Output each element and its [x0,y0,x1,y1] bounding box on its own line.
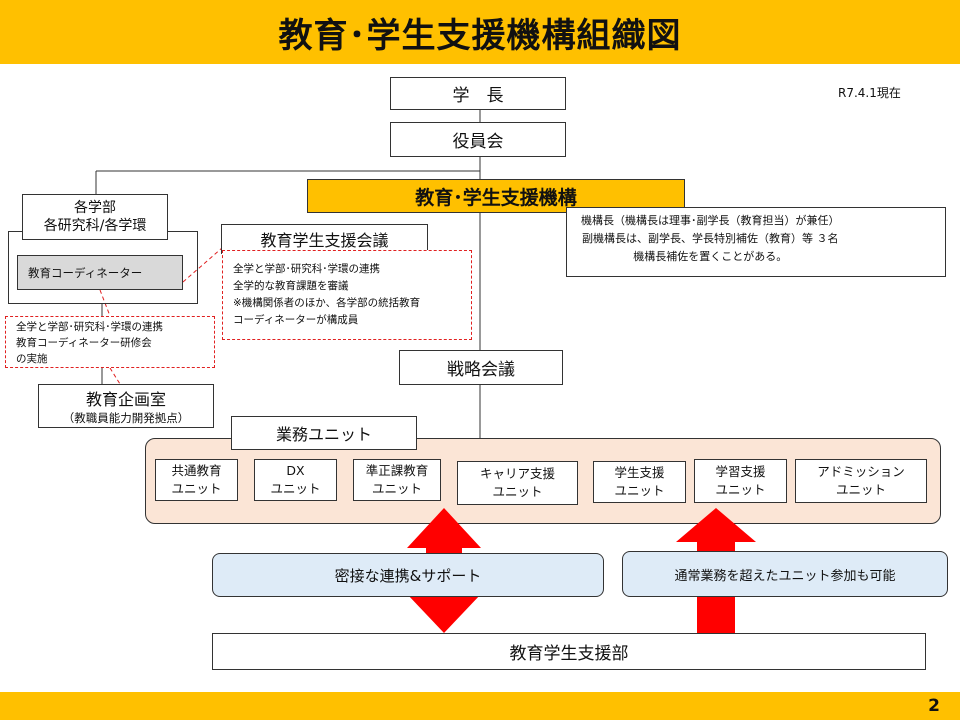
unit-label: 学習支援 ユニット [715,464,766,497]
red-link-coordinator-council [182,247,223,283]
header-bar: 教育･学生支援機構組織図 [0,0,960,64]
cooperation-label: 密接な連携&サポート [334,566,482,585]
planning-office-title: 教育企画室 [85,390,166,409]
strategy-box: 戦略会議 [399,350,563,385]
participation-label: 通常業務を超えたユニット参加も可能 [674,568,896,584]
footer-bar [0,692,960,720]
page-number: 2 [928,696,940,716]
coordinator-note-text: 全学と学部･研究科･学環の連携 教育コーディネーター研修会 の実施 [16,321,163,365]
president-box: 学 長 [390,77,566,110]
faculties-box: 各学部 各研究科/各学環 [22,194,168,240]
unit-label: 準正課教育 ユニット [365,463,429,496]
unit-student-support: 学生支援 ユニット [593,461,686,503]
units-label: 業務ユニット [275,425,372,444]
planning-office-box: 教育企画室 （教職員能力開発拠点） [38,384,214,428]
page-title: 教育･学生支援機構組織図 [278,15,682,56]
board-label: 役員会 [452,132,504,152]
council-box: 教育学生支援会議 [221,224,428,254]
organization-note-box: 機構長（機構長は理事･副学長（教育担当）が兼任） 副機構長は、副学長、学長特別補… [566,207,946,277]
council-note-box: 全学と学部･研究科･学環の連携 全学的な教育課題を審議 ※機構関係者のほか、各学… [222,250,472,340]
unit-common-education: 共通教育 ユニット [155,459,238,501]
red-link-coordinator-note [99,289,111,317]
unit-learning-support: 学習支援 ユニット [694,459,787,503]
date-label: R7.4.1現在 [838,86,901,100]
president-label: 学 長 [452,86,504,106]
participation-callout: 通常業務を超えたユニット参加も可能 [622,551,948,597]
unit-admissions: アドミッション ユニット [795,459,927,503]
support-department-box: 教育学生支援部 [212,633,926,670]
unit-extracurricular-education: 準正課教育 ユニット [353,459,441,501]
coordinator-box: 教育コーディネーター [17,255,183,290]
unit-career-support: キャリア支援 ユニット [457,461,578,505]
unit-label: 共通教育 ユニット [171,463,222,496]
board-box: 役員会 [390,122,566,157]
council-label: 教育学生支援会議 [260,231,389,250]
unit-label: アドミッション ユニット [817,464,905,497]
council-note-text: 全学と学部･研究科･学環の連携 全学的な教育課題を審議 ※機構関係者のほか、各学… [233,263,421,326]
strategy-label: 戦略会議 [447,360,515,380]
organization-note-text: 機構長（機構長は理事･副学長（教育担当）が兼任） 副機構長は、副学長、学長特別補… [581,214,840,263]
organization-label: 教育･学生支援機構 [415,186,577,209]
unit-label: キャリア支援 ユニット [479,466,555,499]
coordinator-label: 教育コーディネーター [28,265,143,280]
units-label-box: 業務ユニット [231,416,417,450]
unit-dx: DX ユニット [254,459,337,501]
unit-label: DX ユニット [270,463,321,496]
support-department-label: 教育学生支援部 [509,644,629,664]
cooperation-callout: 密接な連携&サポート [212,553,604,597]
red-link-note-planning [109,367,121,385]
coordinator-note-box: 全学と学部･研究科･学環の連携 教育コーディネーター研修会 の実施 [5,316,215,368]
faculties-label: 各学部 各研究科/各学環 [43,200,147,234]
unit-label: 学生支援 ユニット [614,465,665,498]
planning-office-subtitle: （教職員能力開発拠点） [62,411,190,425]
